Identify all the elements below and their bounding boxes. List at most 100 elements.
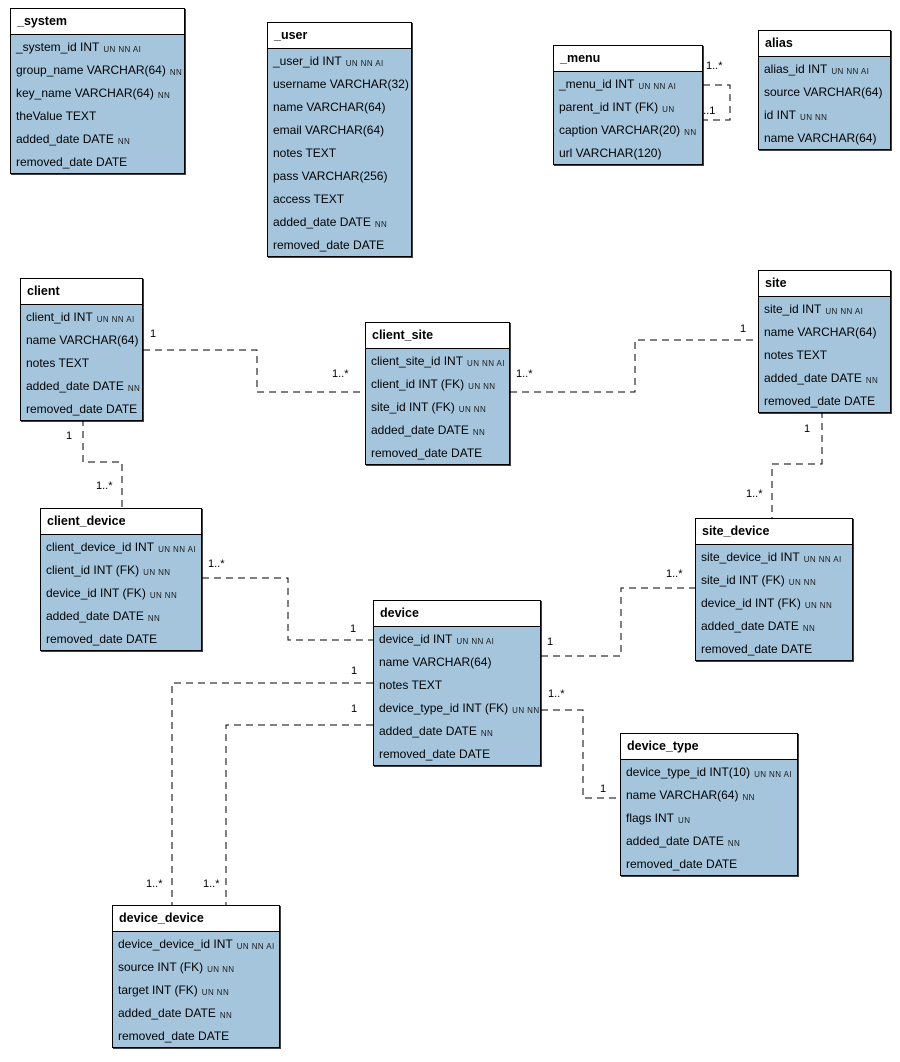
column-flags: NN [742, 793, 755, 802]
table-column-row[interactable]: access TEXT [268, 187, 411, 210]
table-column-row[interactable]: parent_id INT (FK)UN [554, 95, 702, 118]
relationship-line-client_site-site[interactable] [510, 339, 758, 393]
table-column-row[interactable]: pass VARCHAR(256) [268, 164, 411, 187]
table-column-row[interactable]: url VARCHAR(120) [554, 141, 702, 164]
table-column-row[interactable]: name VARCHAR(64) [268, 95, 411, 118]
table-column-row[interactable]: client_id INT (FK)UN NN [41, 558, 201, 581]
table-title[interactable]: _user [268, 23, 411, 49]
table-column-row[interactable]: removed_date DATE [21, 397, 142, 420]
table-column-row[interactable]: removed_date DATE [113, 1024, 279, 1047]
relationship-line-client-client_device[interactable] [82, 419, 123, 508]
table-title[interactable]: alias [759, 31, 890, 57]
table-column-row[interactable]: source VARCHAR(64) [759, 80, 890, 103]
table-column-row[interactable]: key_name VARCHAR(64)NN [11, 81, 184, 104]
table-title[interactable]: client_device [41, 509, 201, 535]
table-column-row[interactable]: device_id INT (FK)UN NN [696, 591, 852, 614]
table-column-row[interactable]: removed_date DATE [366, 441, 509, 464]
table-column-row[interactable]: device_type_id INT (FK)UN NN [374, 696, 540, 719]
table-column-row[interactable]: removed_date DATE [11, 150, 184, 173]
table-column-row[interactable]: name VARCHAR(64) [759, 126, 890, 149]
table-title[interactable]: client_site [366, 323, 509, 349]
table-column-row[interactable]: removed_date DATE [696, 637, 852, 660]
relationship-line-device-site_device[interactable] [541, 587, 695, 657]
table-column-row[interactable]: username VARCHAR(32) [268, 72, 411, 95]
table-title[interactable]: device_device [113, 906, 279, 932]
table-title[interactable]: device [374, 601, 540, 627]
table-column-row[interactable]: name VARCHAR(64) [759, 320, 890, 343]
table-column-row[interactable]: removed_date DATE [621, 852, 797, 875]
table-column-row[interactable]: notes TEXT [759, 343, 890, 366]
table-column-row[interactable]: target INT (FK)UN NN [113, 978, 279, 1001]
table-column-row[interactable]: notes TEXT [268, 141, 411, 164]
relationship-line-client-client_site[interactable] [143, 349, 365, 393]
table-column-row[interactable]: client_id INT (FK)UN NN [366, 372, 509, 395]
table-column-row[interactable]: site_id INT (FK)UN NN [366, 395, 509, 418]
table-title[interactable]: _menu [554, 46, 702, 72]
table-column-row[interactable]: name VARCHAR(64) [374, 650, 540, 673]
table-column-row[interactable]: removed_date DATE [759, 389, 890, 412]
column-definition: added_date DATE [26, 378, 124, 393]
table-column-row[interactable]: device_id INT (FK)UN NN [41, 581, 201, 604]
table-column-row[interactable]: caption VARCHAR(20)NN [554, 118, 702, 141]
relationship-line-_menu-_menu[interactable] [703, 84, 731, 121]
table-title[interactable]: client [21, 279, 142, 305]
table-column-row[interactable]: removed_date DATE [268, 233, 411, 256]
table-title[interactable]: site_device [696, 519, 852, 545]
relationship-line-device-device_device[interactable] [171, 682, 373, 905]
relationship-line-site-site_device[interactable] [771, 411, 823, 518]
relationship-line-device-device_device[interactable] [225, 724, 373, 905]
table-column-row[interactable]: notes TEXT [374, 673, 540, 696]
relationship-line-client_device-device[interactable] [202, 577, 373, 641]
table-column-row[interactable]: notes TEXT [21, 351, 142, 374]
table-column-row[interactable]: group_name VARCHAR(64)NN [11, 58, 184, 81]
table-column-row[interactable]: device_type_id INT(10)UN NN AI [621, 760, 797, 783]
table-column-row[interactable]: removed_date DATE [41, 627, 201, 650]
table-column-row[interactable]: theValue TEXT [11, 104, 184, 127]
relationship-line-device-device_type[interactable] [541, 709, 620, 799]
table-column-row[interactable]: email VARCHAR(64) [268, 118, 411, 141]
table-column-row[interactable]: name VARCHAR(64)NN [621, 783, 797, 806]
table-column-row[interactable]: site_id INT (FK)UN NN [696, 568, 852, 591]
table-title[interactable]: device_type [621, 734, 797, 760]
table-title[interactable]: _system [11, 9, 184, 35]
table-column-row[interactable]: source INT (FK)UN NN [113, 955, 279, 978]
table-column-row[interactable]: name VARCHAR(64) [21, 328, 142, 351]
table-title[interactable]: site [759, 271, 890, 297]
table-column-row[interactable]: removed_date DATE [374, 742, 540, 765]
